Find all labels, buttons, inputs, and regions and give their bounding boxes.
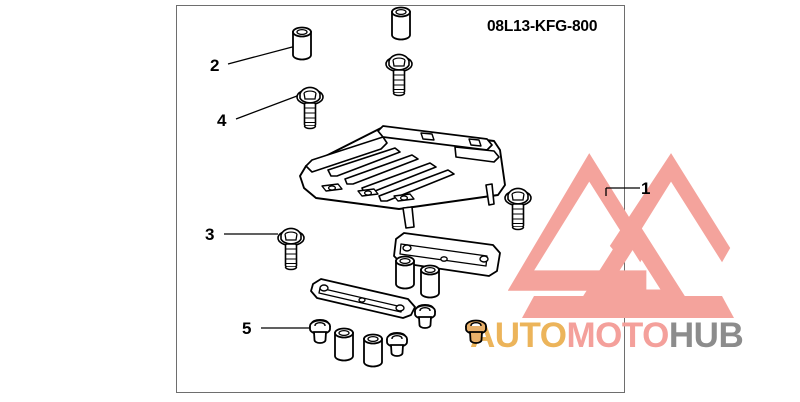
diagram-frame	[176, 5, 625, 393]
callout-1: 1	[641, 179, 651, 198]
callout-2: 2	[210, 56, 220, 75]
watermark-text-hub: HUB	[668, 316, 744, 355]
watermark-triangle-logo	[508, 153, 734, 318]
callout-3: 3	[205, 225, 215, 244]
watermark-text-auto: AUTO	[470, 316, 567, 355]
watermark-wordmark: AUTOMOTOHUB	[470, 316, 744, 355]
callout-4: 4	[217, 111, 227, 130]
part-number-label: 08L13-KFG-800	[487, 18, 598, 35]
callout-5: 5	[242, 319, 252, 338]
watermark-text-moto: MOTO	[566, 316, 670, 355]
